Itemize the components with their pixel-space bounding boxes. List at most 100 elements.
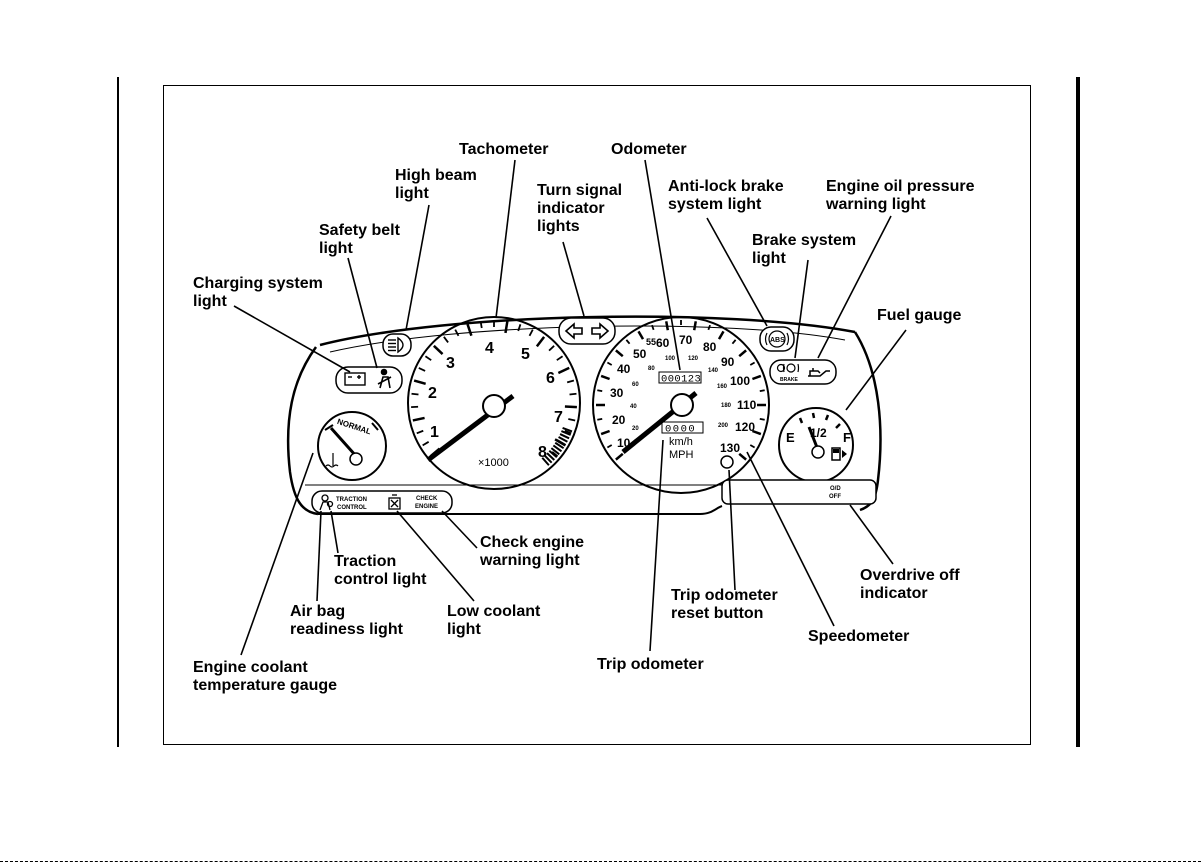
kmh-140: 140 [708,368,719,374]
high-beam-indicator [382,333,412,357]
label-overdrive-line1: Overdrive off [860,567,960,584]
tach-number-3: 3 [446,355,455,372]
od-label-line2: OFF [829,494,841,500]
mph-90: 90 [721,355,735,369]
tach-redline-tick [559,433,570,440]
figure-frame [163,85,1031,745]
charging-and-belt-indicators [335,366,403,394]
tach-number-6: 6 [546,370,555,387]
tach-number-1: 1 [430,424,439,441]
tach-tick [411,392,419,396]
speed-hub [670,393,694,417]
trip-odometer-reading: 0000 [665,424,696,436]
speed-tick [615,452,624,461]
tach-tick [454,329,460,337]
label-brake-system-line2: light [752,250,786,267]
label-check-engine-line2: warning light [479,552,580,569]
tach-tick [564,405,577,409]
speed-tick [749,361,756,366]
kmh-160: 160 [717,384,728,390]
speed-tick [597,418,603,421]
coolant-temperature-gauge: NORMAL [317,411,387,481]
brake-and-oil-indicators: BRAKE [769,359,837,385]
speed-tick [759,389,765,392]
label-tachometer: Tachometer [459,141,549,158]
mph-120: 120 [735,420,755,434]
label-safety-belt-line1: Safety belt [319,222,401,239]
label-turn-signal-line2: indicator [537,200,605,217]
tach-number-8: 8 [538,444,547,461]
tach-number-5: 5 [521,346,530,363]
speed-tick [738,452,747,461]
speed-tick [625,339,631,345]
label-air-bag-line2: readiness light [290,621,404,638]
label-trip-reset-line2: reset button [671,605,763,622]
oil-can-icon [808,368,830,377]
trip-odometer-window [661,421,704,434]
fuel-gauge-dial: E 1/2 F [778,407,854,483]
label-high-beam-line2: light [395,185,429,202]
unit-mph: MPH [669,449,694,461]
mph-130: 130 [720,441,740,455]
mph-60: 60 [656,336,670,350]
kmh-20: 20 [632,426,639,432]
tach-redline-tick [558,436,568,443]
label-high-beam-line1: High beam [395,167,477,184]
speed-tick [597,389,603,392]
kmh-180: 180 [721,403,732,409]
tach-hub [482,394,506,418]
tach-tick [569,392,577,396]
tach-redline-tick [546,452,555,461]
label-check-engine-line1: Check engine [480,534,584,551]
fuel-full-label: F [843,430,851,445]
tach-tick [504,320,509,334]
tach-redline-tick [550,447,560,456]
overdrive-off-panel: O/D OFF [721,479,877,505]
speed-tick [637,330,645,340]
air-bag-icon [319,494,334,511]
label-coolant-temp-line1: Engine coolant [193,659,308,676]
mph-30: 30 [610,386,624,400]
label-low-coolant-line2: light [447,621,481,638]
tach-tick [551,451,559,458]
label-abs-line1: Anti-lock brake [668,178,784,195]
tach-tick [443,336,449,343]
speed-tick [759,418,765,421]
mph-50: 50 [633,347,647,361]
speed-tick [651,324,655,331]
kmh-60: 60 [632,382,639,388]
trip-reset-button[interactable] [720,455,734,469]
tach-tick [424,355,432,361]
tach-redline-tick [554,441,565,450]
tach-tick [548,345,555,352]
mph-110: 110 [737,398,757,412]
check-engine-label-line1: CHECK [416,496,438,502]
speed-tick [615,349,624,358]
label-brake-system-line1: Brake system [752,232,856,249]
abs-icon-label: ABS [770,337,785,344]
kmh-100: 100 [665,356,676,362]
brake-warning-icon: BRAKE [776,363,800,383]
tach-tick [564,429,572,435]
label-trip-reset-line1: Trip odometer [671,587,778,604]
mph-55: 55 [646,337,656,347]
mph-100: 100 [730,374,750,388]
tach-tick [517,324,522,332]
turn-signal-indicators [558,317,616,345]
label-overdrive-line2: indicator [860,585,928,602]
traction-label-line2: CONTROL [337,505,367,511]
label-coolant-temp-line2: temperature gauge [193,677,337,694]
speed-tick [692,321,697,331]
traction-label-line1: TRACTION [336,497,367,503]
brake-icon-label: BRAKE [780,377,798,383]
thermometer-icon [325,453,339,468]
tach-number-2: 2 [428,385,437,402]
bottom-dotted-rule [0,861,1201,862]
check-engine-label-line2: ENGINE [415,504,438,510]
speed-tick [717,330,725,340]
tach-redline-tick [561,430,572,436]
odometer-window [658,371,702,384]
tach-redline-tick [548,449,558,458]
label-traction-line1: Traction [334,553,396,570]
speed-tick [600,374,611,381]
